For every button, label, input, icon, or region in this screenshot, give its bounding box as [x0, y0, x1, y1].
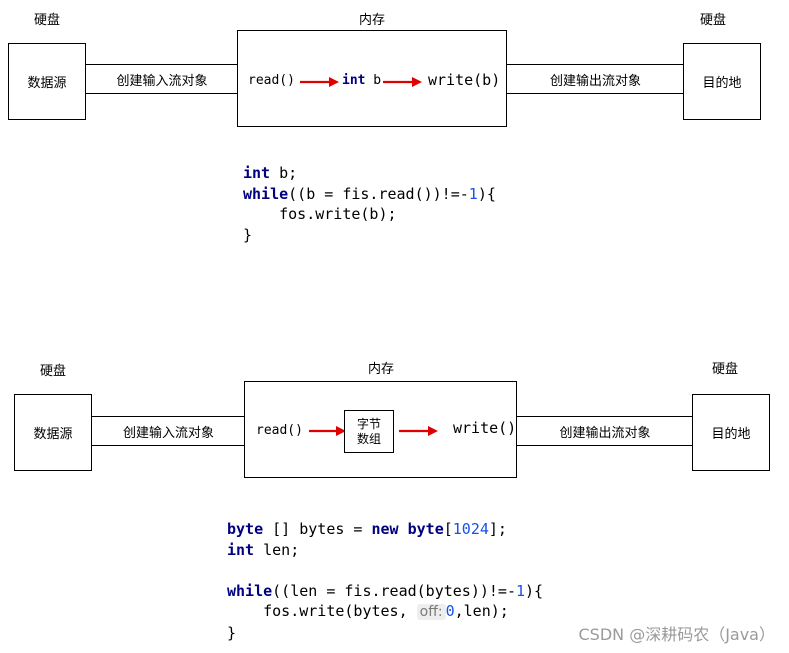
output-stream-pipe: 创建输出流对象: [506, 64, 685, 94]
output-stream-label: 创建输出流对象: [559, 425, 651, 441]
arrow-right-icon: [300, 77, 339, 87]
code-line: byte [] bytes = new byte[1024];: [227, 520, 507, 538]
data-source-box: 数据源: [8, 43, 86, 120]
code-line: int b;: [243, 164, 298, 182]
watermark: CSDN @深耕码农（Java）: [578, 625, 775, 644]
memory-label: 内存: [359, 13, 386, 28]
int-b-label: int b: [342, 73, 382, 88]
code-line: while((b = fis.read())!=-1){: [243, 184, 496, 203]
arrow-right-icon: [383, 77, 422, 87]
destination-box: 目的地: [683, 43, 761, 120]
code-line: fos.write(b);: [243, 205, 397, 223]
input-stream-pipe: 创建输入流对象: [85, 64, 239, 94]
output-stream-label: 创建输出流对象: [549, 73, 641, 89]
right-storage-label: 硬盘: [712, 362, 739, 377]
code-line: int len;: [227, 540, 300, 559]
code-line: [227, 560, 543, 581]
byte-array-label-2: 数组: [356, 431, 381, 446]
code-line: while((len = fis.read(bytes))!=-1){: [227, 581, 544, 600]
code-line: fos.write(bytes, off:0,len);: [227, 602, 509, 620]
write-call-label: write(): [453, 419, 517, 437]
data-source-box: 数据源: [14, 394, 92, 471]
arrow-right-icon: [309, 426, 346, 436]
output-stream-pipe: 创建输出流对象: [516, 416, 694, 446]
data-source-label: 数据源: [33, 427, 73, 442]
right-storage-label: 硬盘: [700, 13, 727, 28]
destination-box: 目的地: [692, 394, 770, 471]
parameter-hint: off:: [416, 604, 446, 620]
destination-label: 目的地: [711, 427, 751, 442]
code-line: }: [227, 623, 237, 642]
memory-box: [237, 30, 507, 127]
code-block-1: int b; while((b = fis.read())!=-1){ fos.w…: [243, 163, 496, 245]
read-call-label: read(): [248, 73, 295, 88]
data-source-label: 数据源: [27, 76, 67, 91]
destination-label: 目的地: [702, 76, 742, 91]
left-storage-label: 硬盘: [40, 364, 67, 379]
input-stream-label: 创建输入流对象: [116, 73, 208, 89]
arrow-right-icon: [399, 426, 438, 436]
read-call-label: read(): [256, 423, 303, 438]
byte-array-label-1: 字节: [356, 416, 381, 431]
byte-array-box: 字节 数组: [344, 410, 394, 453]
input-stream-label: 创建输入流对象: [122, 425, 214, 441]
input-stream-pipe: 创建输入流对象: [91, 416, 246, 446]
memory-label: 内存: [368, 362, 395, 377]
write-call-label: write(b): [428, 71, 501, 89]
left-storage-label: 硬盘: [34, 13, 61, 28]
code-block-2: byte [] bytes = new byte[1024];int len; …: [227, 519, 543, 643]
code-line: }: [243, 225, 253, 244]
